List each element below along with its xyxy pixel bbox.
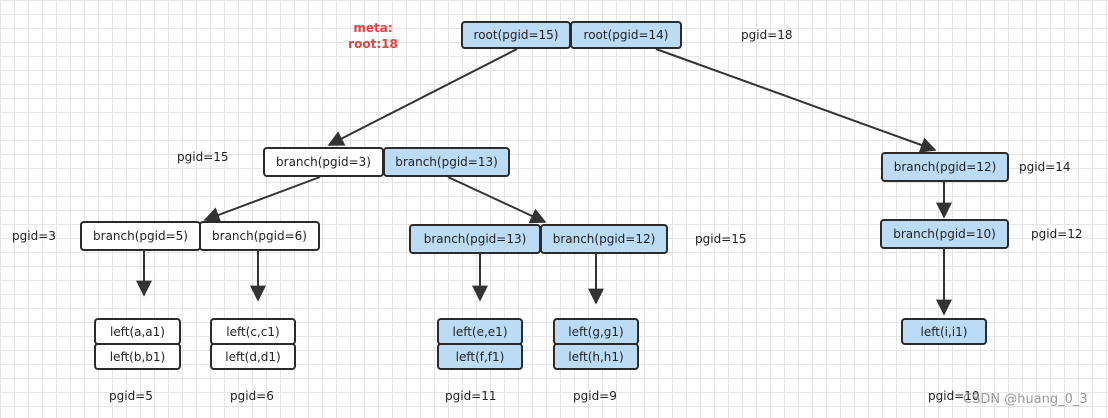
node-root-14: root(pgid=14) — [570, 21, 682, 49]
edge-branch3-branch5 — [203, 176, 321, 223]
node-branch-12-level1: branch(pgid=12) — [881, 152, 1009, 182]
node-branch-6: branch(pgid=6) — [199, 221, 320, 251]
label-pgid-15-level2: pgid=15 — [695, 232, 747, 246]
leaf-g: left(g,g1) — [553, 318, 639, 345]
node-branch-12-level2: branch(pgid=12) — [540, 224, 668, 254]
meta-line-2: root:18 — [348, 37, 398, 51]
leaf-b: left(b,b1) — [94, 343, 181, 370]
leaf-c: left(c,c1) — [210, 318, 296, 345]
leaf-f: left(f,f1) — [437, 343, 523, 370]
label-pgid-15-level1: pgid=15 — [177, 150, 229, 164]
meta-line-1: meta: — [353, 21, 393, 35]
label-pgid-12: pgid=12 — [1031, 227, 1083, 241]
edge-branch13-branch13 — [447, 176, 547, 224]
label-pgid-10: pgid=10 — [928, 389, 980, 403]
label-pgid-6: pgid=6 — [230, 389, 274, 403]
label-pgid-11: pgid=11 — [445, 389, 497, 403]
edge-root14-branch12 — [655, 48, 937, 153]
node-branch-5: branch(pgid=5) — [80, 221, 201, 251]
label-pgid-14: pgid=14 — [1019, 160, 1071, 174]
label-pgid-3: pgid=3 — [12, 229, 56, 243]
leaf-d: left(d,d1) — [210, 343, 296, 370]
csdn-watermark: CSDN @huang_0_3 — [963, 392, 1088, 407]
node-branch-13-level2: branch(pgid=13) — [409, 224, 541, 254]
node-branch-10: branch(pgid=10) — [880, 219, 1009, 249]
label-pgid-18: pgid=18 — [741, 28, 793, 42]
edge-root15-branch3 — [327, 48, 518, 146]
leaf-e: left(e,e1) — [437, 318, 523, 345]
leaf-a: left(a,a1) — [94, 318, 181, 345]
node-root-15: root(pgid=15) — [461, 21, 571, 49]
label-pgid-9: pgid=9 — [573, 389, 617, 403]
label-pgid-5: pgid=5 — [109, 389, 153, 403]
leaf-i: left(i,i1) — [901, 318, 987, 345]
node-branch-13-level1: branch(pgid=13) — [383, 147, 510, 177]
node-branch-3: branch(pgid=3) — [263, 147, 384, 177]
leaf-h: left(h,h1) — [553, 343, 639, 370]
meta-annotation: meta: root:18 — [343, 20, 403, 52]
